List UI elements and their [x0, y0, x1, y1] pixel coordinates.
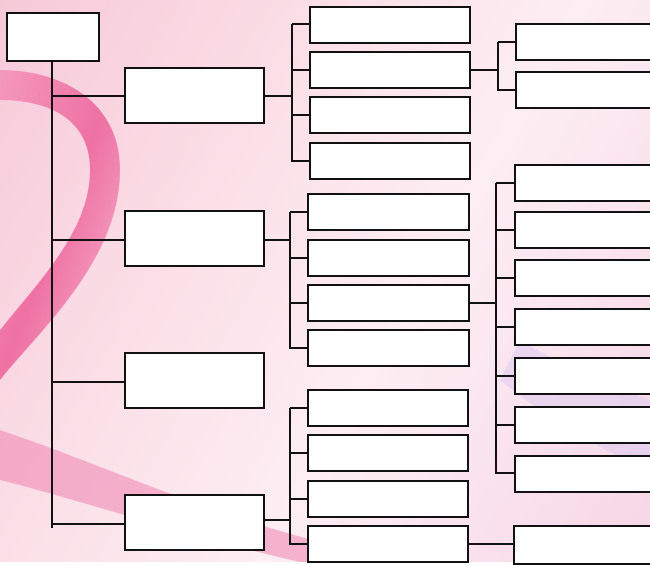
level1-node-3 — [124, 352, 265, 409]
level3-node-d4-1 — [513, 525, 650, 565]
level3-node-b3-5 — [514, 357, 650, 395]
level3-node-b3-6 — [514, 406, 650, 444]
level3-node-b3-7 — [514, 455, 650, 493]
level2-node-a3 — [309, 96, 471, 134]
level2-node-d2 — [307, 434, 469, 472]
level1-node-2 — [124, 210, 265, 267]
level3-node-b3-1 — [514, 164, 650, 202]
level1-node-4 — [124, 494, 265, 551]
level3-node-b3-4 — [514, 308, 650, 346]
level3-node-b3-3 — [514, 259, 650, 297]
level2-node-d3 — [307, 480, 469, 518]
level2-node-a2 — [309, 51, 471, 89]
root-node — [6, 12, 100, 62]
level2-node-b2 — [307, 239, 470, 277]
level1-node-1 — [124, 67, 265, 124]
level3-node-a2-1 — [515, 23, 650, 61]
level2-node-a4 — [309, 142, 471, 180]
level3-node-b3-2 — [514, 211, 650, 249]
level2-node-d4 — [307, 525, 469, 563]
level2-node-b1 — [307, 193, 470, 231]
level2-node-b4 — [307, 329, 470, 367]
level2-node-b3 — [307, 284, 470, 322]
level2-node-d1 — [307, 389, 469, 427]
level3-node-a2-2 — [515, 71, 650, 109]
level2-node-a1 — [309, 6, 471, 44]
